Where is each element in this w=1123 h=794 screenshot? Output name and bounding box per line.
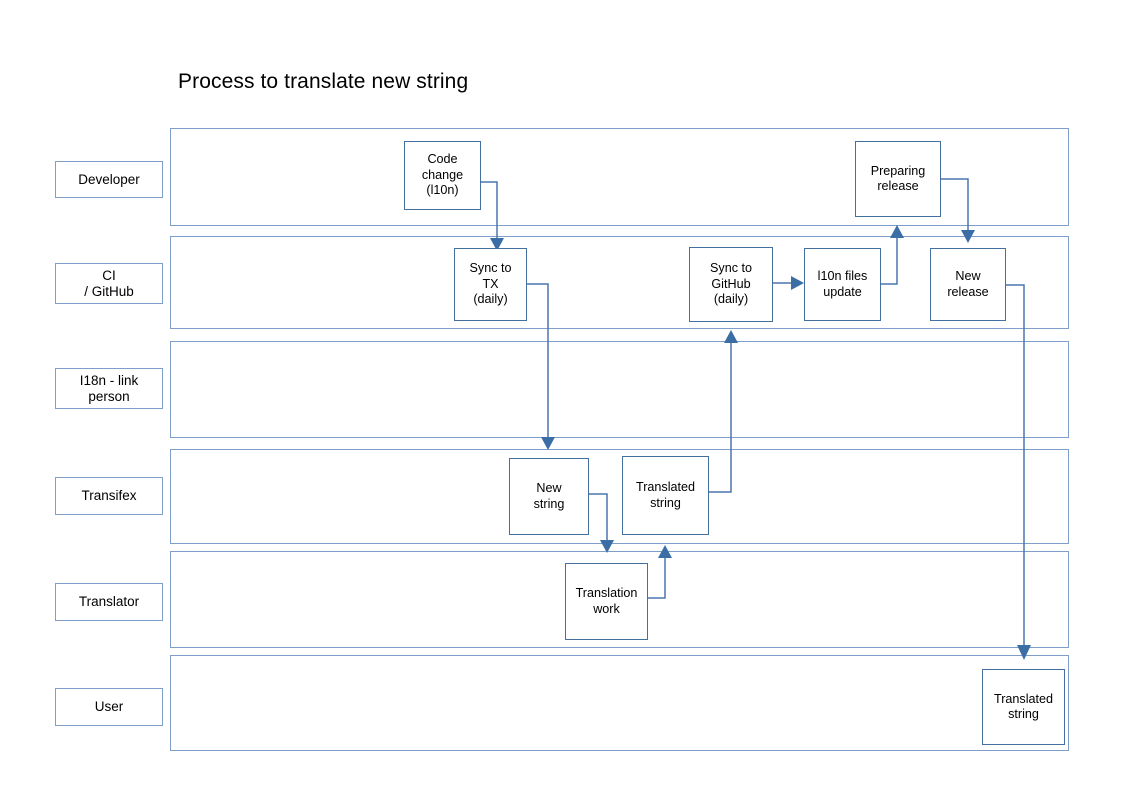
node-code-change[interactable]: Code change (l10n) xyxy=(404,141,481,210)
node-sync-to-tx[interactable]: Sync to TX (daily) xyxy=(454,248,527,321)
lane-label-developer: Developer xyxy=(55,161,163,198)
node-sync-to-github[interactable]: Sync to GitHub (daily) xyxy=(689,247,773,322)
lane-user xyxy=(170,655,1069,751)
node-new-release[interactable]: New release xyxy=(930,248,1006,321)
lane-label-user: User xyxy=(55,688,163,726)
node-translated-string-tx[interactable]: Translated string xyxy=(622,456,709,535)
node-translated-string-user[interactable]: Translated string xyxy=(982,669,1065,745)
node-new-string[interactable]: New string xyxy=(509,458,589,535)
lane-label-translator: Translator xyxy=(55,583,163,621)
lane-transifex xyxy=(170,449,1069,544)
lane-label-ci-github: CI / GitHub xyxy=(55,263,163,304)
lane-label-transifex: Transifex xyxy=(55,477,163,515)
lane-i18n-link xyxy=(170,341,1069,438)
lane-label-i18n-link: I18n - link person xyxy=(55,368,163,409)
node-l10n-files-update[interactable]: l10n files update xyxy=(804,248,881,321)
node-translation-work[interactable]: Translation work xyxy=(565,563,648,640)
page-title: Process to translate new string xyxy=(178,70,469,93)
lane-ci-github xyxy=(170,236,1069,329)
node-preparing-release[interactable]: Preparing release xyxy=(855,141,941,217)
